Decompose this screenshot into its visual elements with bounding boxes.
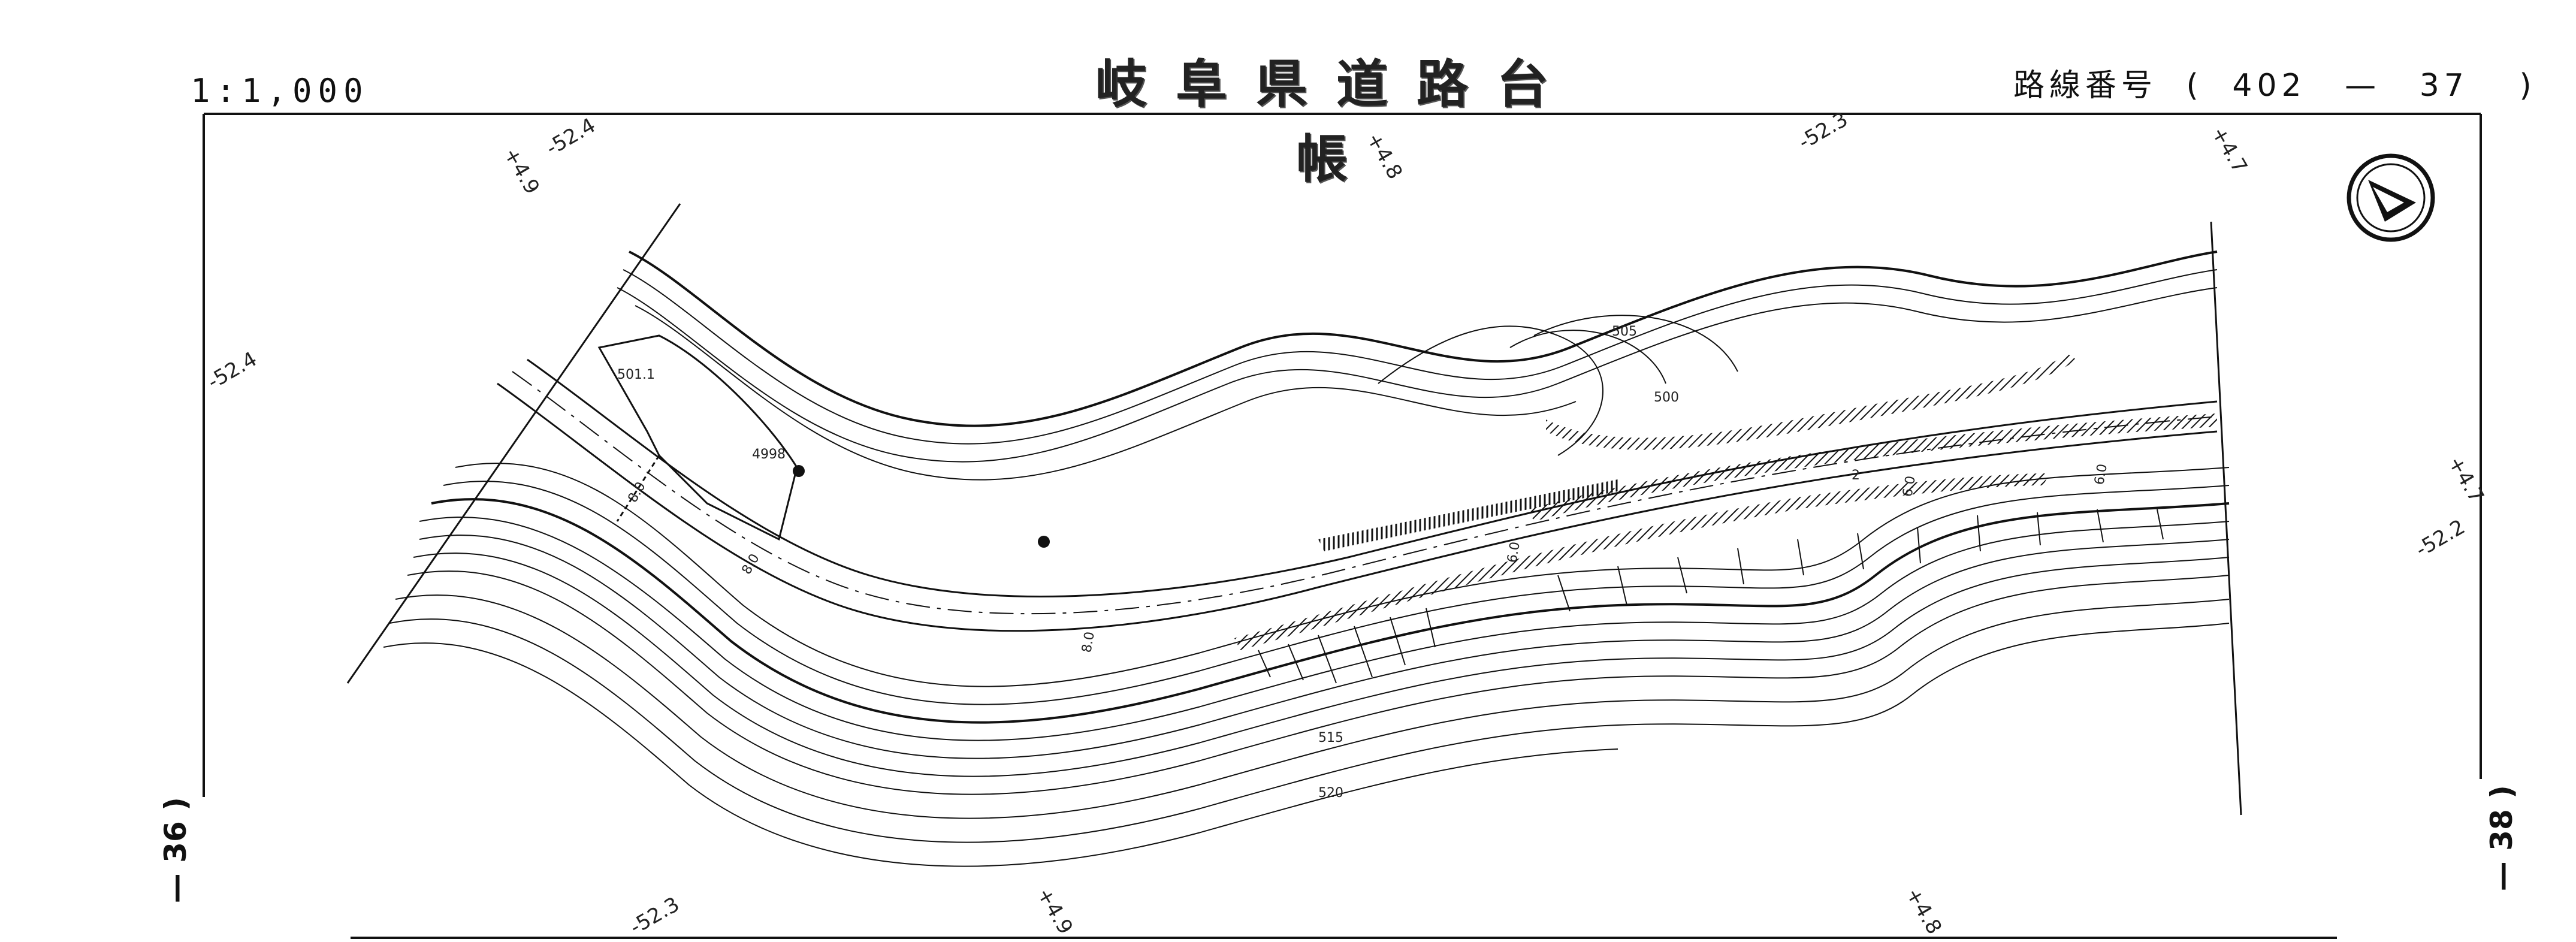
road-width-3: 8.0	[1079, 630, 1098, 654]
map-scale: 1:1,000	[191, 72, 369, 110]
retaining-walls	[1234, 354, 2217, 650]
grid-right-2: -52.2	[2412, 515, 2469, 562]
parcel-outline	[597, 334, 798, 541]
map-frame	[203, 113, 2482, 939]
route-dash: —	[2345, 68, 2381, 104]
road-width-1: 8.0	[626, 479, 649, 505]
survey-points	[793, 465, 1050, 548]
contour-label-505: 505	[1612, 324, 1637, 339]
map-area-boundary	[346, 203, 2242, 816]
grid-bottom-2: +4.9	[1032, 884, 1077, 939]
contour-label-500: 500	[1654, 390, 1679, 405]
route-open-paren: (	[2186, 68, 2203, 104]
north-arrow-icon	[2347, 153, 2435, 242]
grid-left-1: -52.4	[204, 347, 261, 394]
contour-label-515: 515	[1318, 730, 1343, 745]
embankment-ticks	[1258, 509, 2164, 684]
contour-lines-south	[383, 463, 2230, 867]
road-width-4: 6.0	[1505, 541, 1523, 564]
route-number: 路線番号 ( 402 — 37 )	[2013, 60, 2536, 105]
grid-bottom-1: -52.3	[626, 892, 684, 940]
elevation-501: 501.1	[617, 367, 655, 382]
grid-bottom-3: +4.8	[1901, 884, 1946, 939]
contour-lines-north	[617, 250, 2218, 481]
lane-mark: 2	[1852, 468, 1860, 483]
contour-label-520: 520	[1318, 786, 1343, 801]
sheet-title: 岐阜県道路台帳	[1095, 54, 1577, 189]
elevation-4998: 4998	[752, 447, 786, 462]
grid-marks: +4.9 -52.4 +4.8 -52.3 +4.7 -52.4 +4.7 -5…	[204, 107, 2489, 940]
grid-top-5: +4.7	[2206, 123, 2252, 178]
road-width-6: 6.0	[2092, 463, 2110, 486]
road-width-2: 8.0	[739, 551, 763, 577]
route-primary: 402	[2232, 68, 2306, 104]
grid-top-1: +4.9	[499, 144, 544, 199]
route-secondary: 37	[2419, 68, 2469, 104]
route-close-paren: )	[2519, 68, 2536, 104]
road-width-5: 6.0	[1900, 475, 1919, 498]
route-number-label: 路線番号	[2013, 68, 2158, 104]
grid-top-3: +4.8	[1361, 129, 1407, 184]
grid-top-2: -52.4	[542, 113, 600, 161]
